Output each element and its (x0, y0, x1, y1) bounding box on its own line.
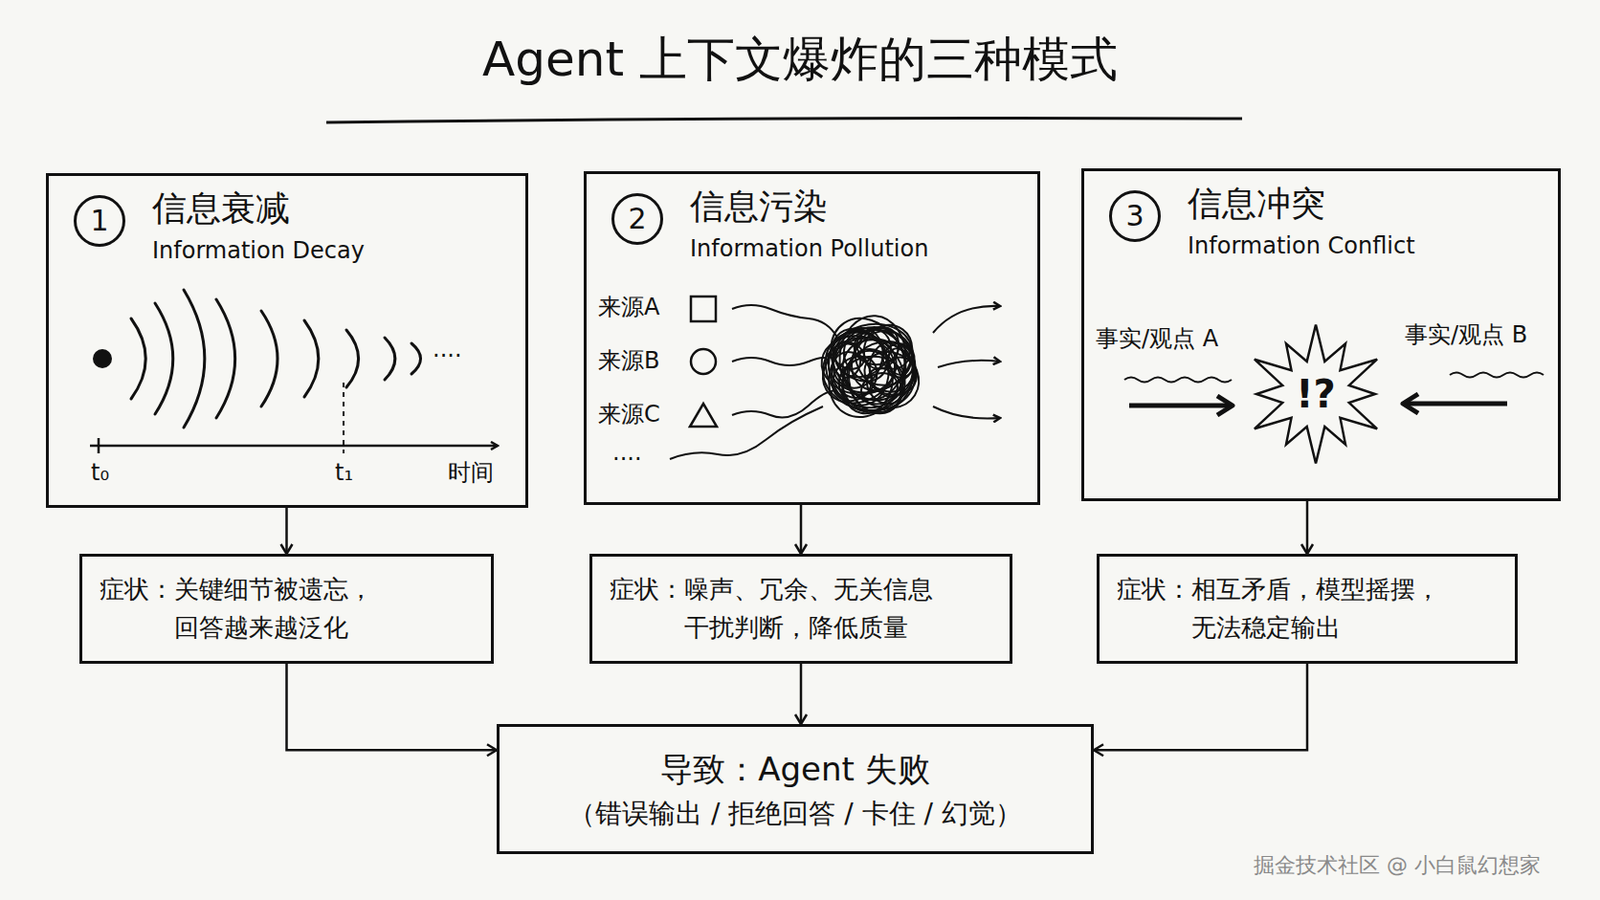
panel-heading: 信息污染 (689, 185, 828, 227)
wave-arc (131, 318, 146, 400)
result-heading: 导致：Agent 失败 (660, 745, 930, 795)
source-triangle (689, 403, 717, 427)
wave-arc (411, 343, 422, 375)
source-square (690, 296, 716, 322)
signal-dot (92, 349, 112, 369)
flow-arrow (1093, 664, 1308, 752)
wave-arc (384, 337, 396, 380)
wave-arc (304, 320, 319, 398)
panel-subheading: Information Pollution (689, 235, 929, 264)
pattern-panel: 1 信息衰减 Information Decay (45, 173, 529, 509)
wave-arc (155, 303, 174, 415)
viewpoint-label: 事实/观点 B (1404, 321, 1528, 350)
tangle-loop (836, 339, 913, 423)
flow-arrow (1306, 501, 1310, 555)
source-label: 来源A (598, 293, 660, 322)
conflict-burst: !? (1241, 322, 1391, 467)
tangle (809, 304, 933, 431)
tangle-loop (811, 325, 909, 417)
symptom-text: 关键细节被遗忘， 回答越来越泛化 (174, 570, 448, 648)
burst-shape (1254, 325, 1378, 465)
symptom-text: 噪声、冗余、无关信息 干扰判断，降低质量 (684, 570, 958, 648)
result-detail: （错误输出 / 拒绝回答 / 卡住 / 幻觉） (568, 794, 1023, 835)
wave-arc (346, 330, 359, 388)
time-label: t₁ (334, 459, 354, 488)
time-axis (89, 444, 498, 448)
flow-arrow (285, 508, 289, 555)
source-label: 来源B (598, 347, 660, 376)
title-underline (326, 118, 1243, 124)
symptom-box: 症状：关键细节被遗忘， 回答越来越泛化 (79, 554, 494, 665)
output-arrows (933, 306, 1000, 420)
symptom-label: 症状： (609, 570, 685, 609)
callout-number: 1 (73, 195, 126, 247)
symptom-label: 症状： (1116, 570, 1192, 609)
callout-number: 2 (611, 193, 664, 245)
flow-arrow (287, 664, 498, 752)
source-label: 来源C (598, 400, 661, 429)
conflict-arrow (1129, 403, 1233, 409)
pattern-panel: 2 信息污染 Information Pollution (583, 171, 1041, 506)
tangle-loop (836, 318, 922, 394)
axis-tick (97, 438, 101, 454)
panel-heading: 信息衰减 (152, 187, 290, 229)
symptom-label: 症状： (99, 570, 175, 609)
source-lines (669, 305, 838, 460)
wave-arc (261, 311, 278, 407)
decay-waves (131, 289, 422, 428)
time-label: t₀ (90, 459, 110, 488)
wave-arc (183, 289, 205, 428)
panel-heading: 信息冲突 (1187, 182, 1326, 224)
source-circle (690, 349, 716, 375)
tangle-loop (823, 320, 891, 396)
conflict-mark: !? (1295, 371, 1335, 418)
panel-subheading: Information Conflict (1187, 232, 1416, 261)
viewpoint-label: 事实/观点 A (1095, 325, 1219, 354)
symptom-box: 症状：相互矛盾，模型摇摆， 无法稳定输出 (1096, 554, 1518, 665)
axis-label: 时间 (447, 459, 494, 488)
axis-marker (342, 382, 345, 454)
symptom-box: 症状：噪声、冗余、无关信息 干扰判断，降低质量 (589, 554, 1013, 665)
watermark: 掘金技术社区 @ 小白鼠幻想家 (1253, 853, 1541, 879)
conflict-arrow (1402, 401, 1508, 407)
diagram-title: Agent 上下文爆炸的三种模式 (0, 28, 1600, 91)
result-box: 导致：Agent 失败（错误输出 / 拒绝回答 / 卡住 / 幻觉） (496, 724, 1094, 855)
symptom-text: 相互矛盾，模型摇摆， 无法稳定输出 (1191, 570, 1466, 648)
flow-arrow (800, 505, 803, 555)
panel-subheading: Information Decay (152, 237, 365, 266)
wave-arc (216, 299, 236, 419)
ellipsis: ···· (612, 445, 643, 474)
ellipsis: ···· (432, 342, 463, 371)
flow-arrow (800, 664, 803, 725)
callout-number: 3 (1109, 190, 1161, 243)
